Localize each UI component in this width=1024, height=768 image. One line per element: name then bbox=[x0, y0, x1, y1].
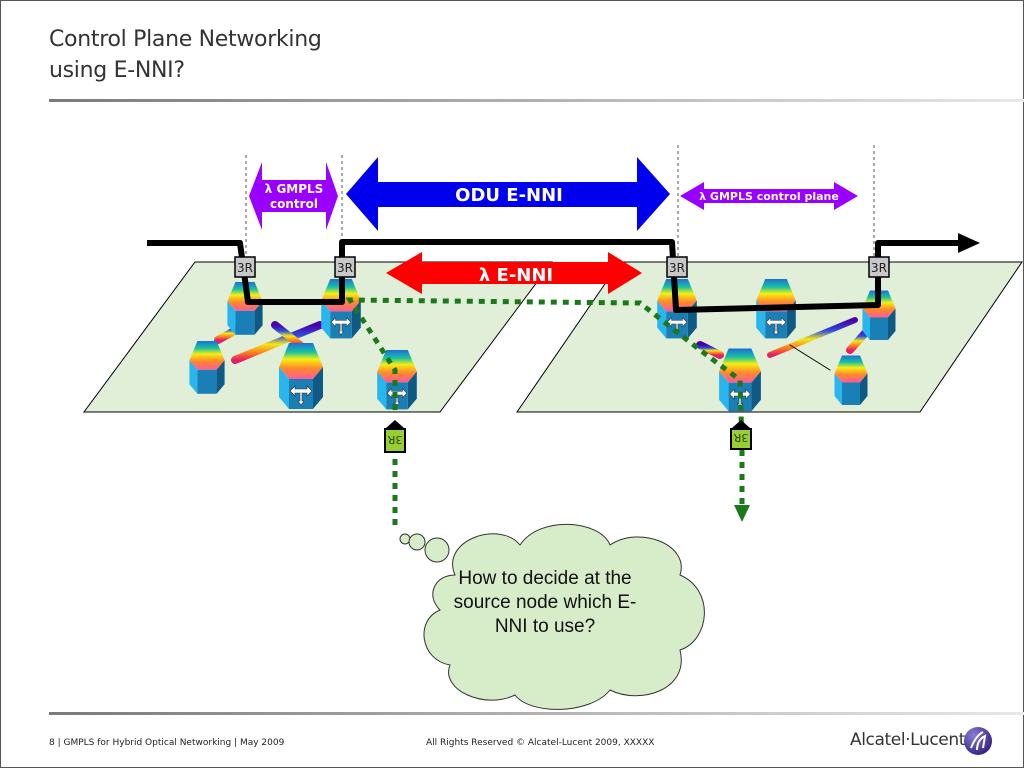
domain-boundaries bbox=[245, 145, 875, 262]
brand-name: Alcatel·Lucent bbox=[850, 730, 965, 750]
regenerator-left-1: 3R bbox=[234, 256, 256, 278]
switch-arrows-icon bbox=[765, 317, 787, 336]
regenerator-label: 3R bbox=[237, 261, 253, 275]
title-divider bbox=[49, 99, 1024, 102]
thought-bubble bbox=[399, 523, 705, 710]
regenerator-right-1: 3R bbox=[666, 256, 688, 278]
control-3r-right-label: 3R bbox=[733, 431, 748, 444]
node-left-5 bbox=[377, 350, 417, 410]
node-right-4 bbox=[719, 348, 761, 412]
title-line-2: using E-NNI? bbox=[49, 58, 185, 83]
node-right-5 bbox=[834, 355, 868, 405]
regenerator-right-2: 3R bbox=[868, 256, 890, 278]
footer-slide-info: 8 | GMPLS for Hybrid Optical Networking … bbox=[49, 738, 285, 748]
regenerators: 3R 3R 3R 3R bbox=[234, 256, 890, 278]
alcatel-lucent-logo-icon bbox=[964, 727, 992, 755]
data-path-arrowhead bbox=[958, 233, 980, 253]
footer-copyright: All Rights Reserved © Alcatel-Lucent 200… bbox=[426, 738, 655, 748]
slide-title: Control Plane Networking using E-NNI? bbox=[49, 24, 549, 86]
node-left-3 bbox=[189, 341, 225, 394]
footer-divider bbox=[49, 712, 1024, 715]
lambda-gmpls-right-label: λ GMPLS control plane bbox=[699, 190, 839, 203]
switch-arrows-icon bbox=[666, 317, 688, 336]
lambda-gmpls-right-arrow: λ GMPLS control plane bbox=[680, 182, 858, 210]
lambda-gmpls-left-label-2: control bbox=[270, 197, 318, 211]
node-left-4 bbox=[279, 343, 323, 409]
control-3r-right: 3R bbox=[730, 420, 752, 450]
switch-arrows-icon bbox=[289, 385, 313, 406]
lambda-gmpls-left-label-1: λ GMPLS bbox=[265, 182, 324, 196]
regenerator-label: 3R bbox=[871, 261, 887, 275]
regenerator-label: 3R bbox=[337, 261, 353, 275]
control-path bbox=[345, 297, 745, 525]
thought-bubble-text: How to decide at the source node which E… bbox=[453, 568, 637, 637]
lambda-enni-arrow: λ E-NNI bbox=[386, 252, 642, 294]
lambda-gmpls-left-arrow: λ GMPLS control plane bbox=[249, 162, 338, 230]
lambda-enni-label: λ E-NNI bbox=[479, 265, 553, 286]
node-right-3 bbox=[862, 290, 896, 340]
odu-enni-arrow: ODU E-NNI bbox=[346, 157, 670, 231]
regenerator-left-2: 3R bbox=[334, 256, 356, 278]
odu-enni-label: ODU E-NNI bbox=[455, 185, 563, 206]
control-3r-left-label: 3R bbox=[387, 433, 402, 446]
title-line-1: Control Plane Networking bbox=[49, 27, 322, 52]
control-path-arrowhead bbox=[734, 505, 750, 522]
switch-arrows-icon bbox=[330, 317, 352, 336]
control-3r-left: 3R bbox=[384, 420, 406, 453]
regenerator-label: 3R bbox=[669, 261, 685, 275]
lambda-gmpls-left-label-3: plane bbox=[275, 212, 312, 226]
